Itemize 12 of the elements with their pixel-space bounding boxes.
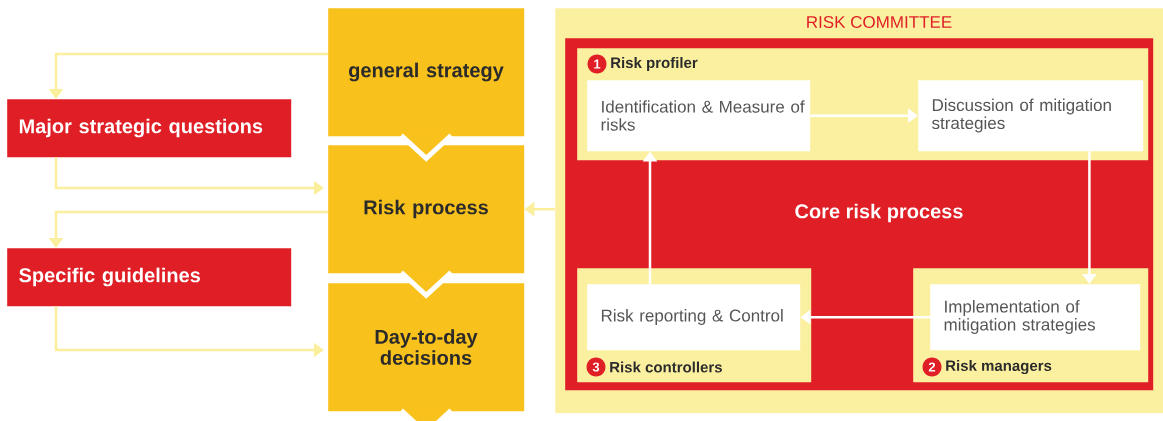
process-box: general strategy	[328, 8, 525, 137]
chevron-arrow	[398, 132, 454, 162]
step-box: Implementation of mitigation strategies	[930, 284, 1141, 351]
chevron-arrow	[399, 408, 453, 421]
input-box: Specific guidelines	[7, 248, 292, 307]
step-box: Discussion of mitigation strategies	[918, 80, 1144, 152]
chevron-arrow	[398, 269, 454, 299]
process-box: Risk process	[328, 145, 525, 274]
step-box: Risk reporting & Control	[587, 284, 801, 351]
input-box: Major strategic questions	[7, 99, 292, 158]
process-box: Day-to-day decisions	[328, 283, 525, 412]
step-box: Identification & Measure of risks	[587, 80, 811, 152]
